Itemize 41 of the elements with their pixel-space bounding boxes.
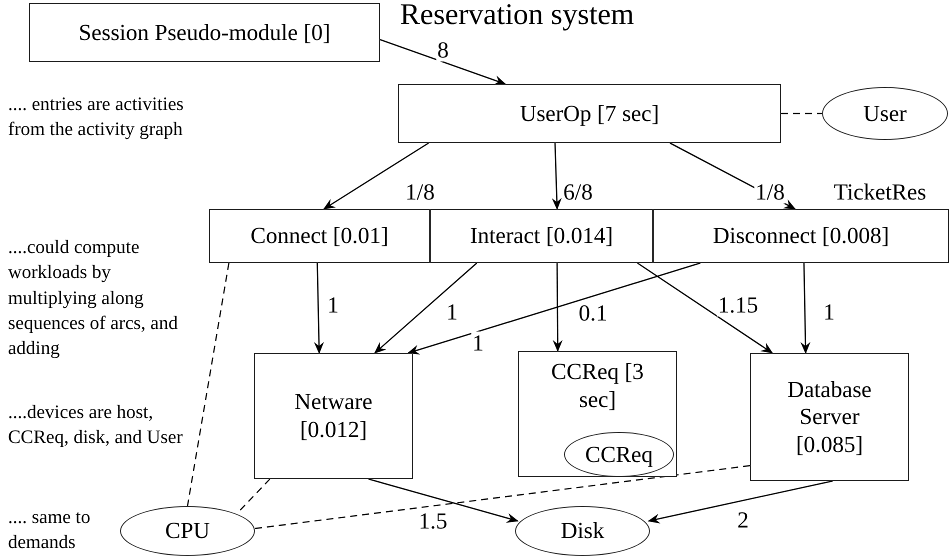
process-box bbox=[209, 209, 430, 263]
process-box bbox=[29, 3, 380, 62]
dashed-connector bbox=[237, 478, 270, 514]
dashed-connector bbox=[254, 465, 750, 530]
arrow bbox=[374, 262, 478, 354]
arrow bbox=[380, 38, 506, 86]
node-label: Netware [0.012] bbox=[294, 388, 374, 444]
node-label: Session Pseudo-module [0] bbox=[78, 18, 332, 46]
node-label: CCReq bbox=[584, 440, 654, 468]
arrow bbox=[648, 480, 833, 524]
dashed-connector bbox=[781, 112, 822, 114]
arrow bbox=[637, 262, 774, 354]
node-label: UserOp [7 sec] bbox=[518, 100, 660, 128]
node-label: Connect [0.01] bbox=[250, 222, 390, 250]
node-label: Disconnect [0.008] bbox=[712, 222, 890, 250]
note-text: ....devices are host, CCReq, disk, and User bbox=[8, 401, 184, 450]
process-box bbox=[398, 84, 781, 143]
process-box bbox=[430, 209, 653, 263]
arrow bbox=[323, 142, 429, 210]
note-text: ....could compute workloads by multiplying along sequences of arcs, and adding bbox=[8, 236, 179, 362]
process-box bbox=[518, 351, 677, 477]
arrow bbox=[314, 262, 324, 354]
arrow bbox=[368, 478, 519, 523]
node-label: Disk bbox=[560, 517, 606, 545]
arrow bbox=[800, 262, 810, 354]
process-box bbox=[653, 209, 949, 263]
node-label: Interact [0.014] bbox=[468, 222, 614, 250]
note-text: .... entries are activities from the activity graph bbox=[8, 93, 185, 142]
arrow bbox=[552, 263, 563, 352]
node-label: CPU bbox=[164, 517, 211, 545]
node-label: CCReq [3 sec] bbox=[550, 358, 645, 414]
diagram-title: Reservation system bbox=[400, 0, 634, 32]
process-box bbox=[750, 353, 909, 481]
ellipse-node bbox=[564, 432, 674, 477]
node-label: Database Server [0.085] bbox=[786, 376, 873, 458]
dashed-connector bbox=[186, 262, 230, 506]
node-label: User bbox=[862, 100, 908, 128]
note-text: .... same to demands bbox=[8, 506, 92, 556]
process-box bbox=[254, 353, 413, 479]
arrow bbox=[407, 262, 701, 355]
arrow bbox=[552, 142, 562, 210]
